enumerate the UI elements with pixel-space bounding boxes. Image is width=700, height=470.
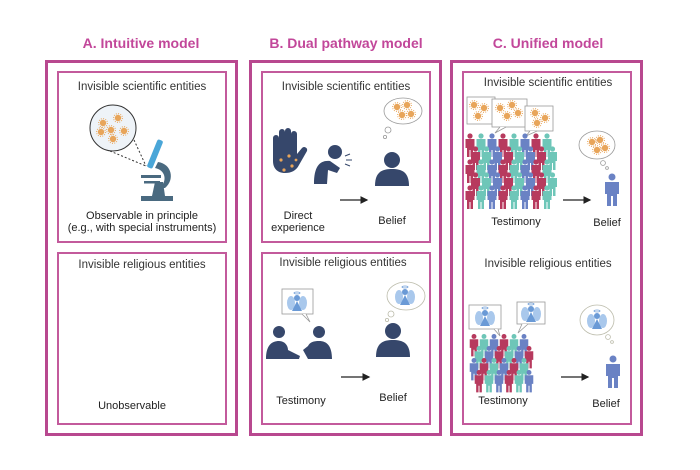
crowd-icon [465, 133, 557, 209]
crowd-person-icon [520, 185, 530, 209]
panel-b-religious-heading: Invisible religious entities [279, 257, 407, 269]
speech-bubble-angel-icon [281, 288, 314, 323]
crowd-person-icon [514, 369, 524, 393]
panel-c-inner-box [462, 71, 632, 425]
thought-bubble-germs-icon [382, 97, 423, 139]
thought-bubble-angel-icon [384, 281, 426, 322]
microscope-icon [89, 104, 173, 201]
crowd-person-icon [542, 185, 552, 209]
crowd-person-icon [476, 185, 486, 209]
believer-person-icon [375, 152, 409, 186]
panel-a-caption-1: Observable in principle [86, 210, 198, 222]
panel-a-caption-2: (e.g., with special instruments) [67, 222, 217, 234]
panel-c-religious-testimony-label: Testimony [478, 395, 528, 407]
crowd-person-icon [465, 185, 475, 209]
crowd-person-icon [474, 369, 484, 393]
panel-c-scientific-belief-label: Belief [593, 217, 621, 229]
contaminated-hand-icon [273, 128, 308, 173]
panel-c-frame [450, 60, 643, 436]
panel-c-scientific-testimony-label: Testimony [491, 216, 541, 228]
crowd-person-icon [504, 369, 514, 393]
panel-b-religious-belief-label: Belief [379, 392, 407, 404]
believer-person-icon [376, 323, 410, 357]
crowd-person-icon [524, 369, 534, 393]
panel-c-title: C. Unified model [492, 35, 604, 51]
speech-bubbles-angel-icon [468, 301, 546, 337]
panel-a-religious-caption: Unobservable [98, 400, 166, 412]
panel-b-frame [249, 60, 442, 436]
believer-person-icon [605, 173, 619, 206]
crowd-person-icon [531, 185, 541, 209]
panel-b-testimony-label: Testimony [276, 395, 326, 407]
coughing-person-icon [314, 145, 352, 184]
panel-c-scientific-heading: Invisible scientific entities [483, 77, 613, 89]
two-people-talking-icon [266, 326, 332, 359]
speech-bubbles-germs-icon [466, 96, 554, 137]
panel-c-religious-belief-label: Belief [592, 398, 620, 410]
crowd-icon [469, 333, 534, 393]
panel-b-direct-label-2: experience [271, 222, 325, 234]
panel-b-scientific-heading: Invisible scientific entities [281, 81, 411, 93]
thought-bubble-angel-icon [579, 304, 615, 344]
crowd-person-icon [498, 185, 508, 209]
crowd-person-icon [487, 185, 497, 209]
panel-c-religious-heading: Invisible religious entities [484, 258, 612, 270]
crowd-person-icon [484, 369, 494, 393]
panel-b-direct-label-1: Direct [283, 210, 313, 222]
panel-a-religious-box [57, 252, 227, 425]
crowd-person-icon [494, 369, 504, 393]
panel-b-religious-box [261, 252, 431, 425]
panel-b-scientific-belief-label: Belief [378, 215, 406, 227]
thought-bubble-germs-icon [578, 130, 616, 170]
panel-b-title: B. Dual pathway model [269, 35, 423, 51]
panel-b-scientific-box [261, 71, 431, 243]
panel-a-title: A. Intuitive model [82, 35, 200, 51]
panel-a-scientific-box [57, 71, 227, 243]
crowd-person-icon [509, 185, 519, 209]
panel-a-religious-heading: Invisible religious entities [78, 259, 206, 271]
believer-person-icon [606, 355, 620, 388]
panel-a-frame [45, 60, 238, 436]
panel-a-scientific-heading: Invisible scientific entities [77, 81, 207, 93]
